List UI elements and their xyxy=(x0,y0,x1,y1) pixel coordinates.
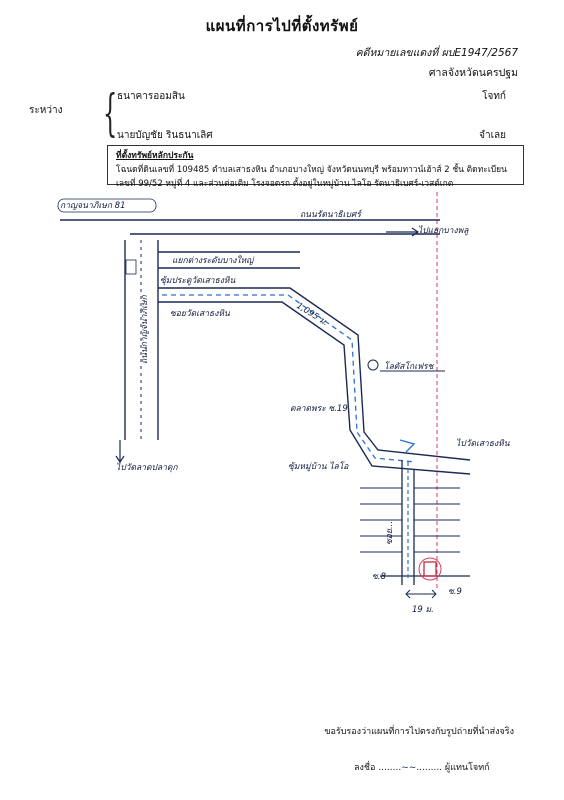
label-road-main: กาญจนาภิเษก 81 xyxy=(60,201,126,211)
label-to-wat-right: ไปวัดเสาธงหิน xyxy=(456,438,510,449)
label-gate: ซุ้มประตูวัดเสาธงหิน xyxy=(160,275,236,286)
property-marker-icon xyxy=(423,561,437,577)
soi-road-lower xyxy=(158,301,471,475)
court-name: ศาลจังหวัดนครปฐม xyxy=(428,67,518,79)
property-line-2: เลขที่ 99/52 หมู่ที่ 4 และส่วนต่อเติม โร… xyxy=(116,179,454,189)
property-box: ที่ตั้งทรัพย์หลักประกัน โฉนดที่ดินเลขที่… xyxy=(107,145,524,189)
property-circle-icon xyxy=(418,557,442,581)
brace-icon: { xyxy=(103,84,118,142)
route-arrow-icon xyxy=(399,439,416,453)
plaintiff-name: ธนาคารออมสิน xyxy=(117,91,185,102)
plaintiff-role: โจทก์ xyxy=(482,91,506,102)
label-village-entrance: ซุ้มหมู่บ้าน ไลโอ xyxy=(288,461,349,472)
sign-label: ลงชื่อ xyxy=(354,763,376,773)
route-path xyxy=(162,294,416,463)
label-to-top-right: ไปแยกบางพลู xyxy=(418,225,469,236)
label-road-top: ถนนรัตนาธิเบศร์ xyxy=(300,209,363,220)
label-landmark: โลตัสโกเฟรช xyxy=(384,361,435,372)
arrow-down-left-icon xyxy=(115,440,125,464)
label-road-main-side: ถนนกาญจนาภิเษก xyxy=(140,294,150,364)
distance-arrow-icon xyxy=(405,589,437,599)
label-soi-9: ซ.9 xyxy=(448,587,462,597)
footer-certify: ขอรับรองว่าแผนที่การไปตรงกับรูปถ่ายที่นำ… xyxy=(324,727,514,737)
route-map: กาญจนาภิเษก 81 ถนนรัตนาธิเบศร์ ไปแยกบางพ… xyxy=(57,192,510,615)
property-heading: ที่ตั้งทรัพย์หลักประกัน xyxy=(116,151,194,161)
label-intersection: แยกต่างระดับบางใหญ่ xyxy=(172,255,254,266)
signature-line: ........~~......... xyxy=(378,763,443,773)
defendant-name: นายบัญชัย รินธนาเลิศ xyxy=(117,130,213,141)
landmark-marker-icon xyxy=(367,359,379,371)
label-road-right: ซอย... xyxy=(385,521,395,545)
label-soi-8: ซ.8 xyxy=(372,572,386,582)
label-distance-2: 19 ม. xyxy=(412,605,434,615)
soi-road-upper xyxy=(158,287,471,461)
road-main-oval xyxy=(57,198,157,213)
label-soi: ซอยวัดเสาธงหิน xyxy=(170,309,230,319)
property-line-1: โฉนดที่ดินเลขที่ 109485 ตำบลเสาธงหิน อำเ… xyxy=(116,165,507,175)
label-alley: ตลาดพระ ซ.19 xyxy=(290,404,348,414)
page-title: แผนที่การไปที่ตั้งทรัพย์ xyxy=(205,17,359,35)
road-sign-icon xyxy=(125,259,137,275)
label-to-wat-left: ไปวัดลาดปลาดุก xyxy=(116,462,178,473)
case-number: คดีหมายเลขแดงที่ ผบE1947/2567 xyxy=(355,47,518,59)
between-label: ระหว่าง xyxy=(29,105,63,116)
signer-role: ผู้แทนโจทก์ xyxy=(444,763,490,773)
signature-row: ลงชื่อ ........~~......... ผู้แทนโจทก์ xyxy=(354,760,490,774)
defendant-role: จำเลย xyxy=(479,130,506,141)
arrow-right-top-icon xyxy=(386,227,420,237)
